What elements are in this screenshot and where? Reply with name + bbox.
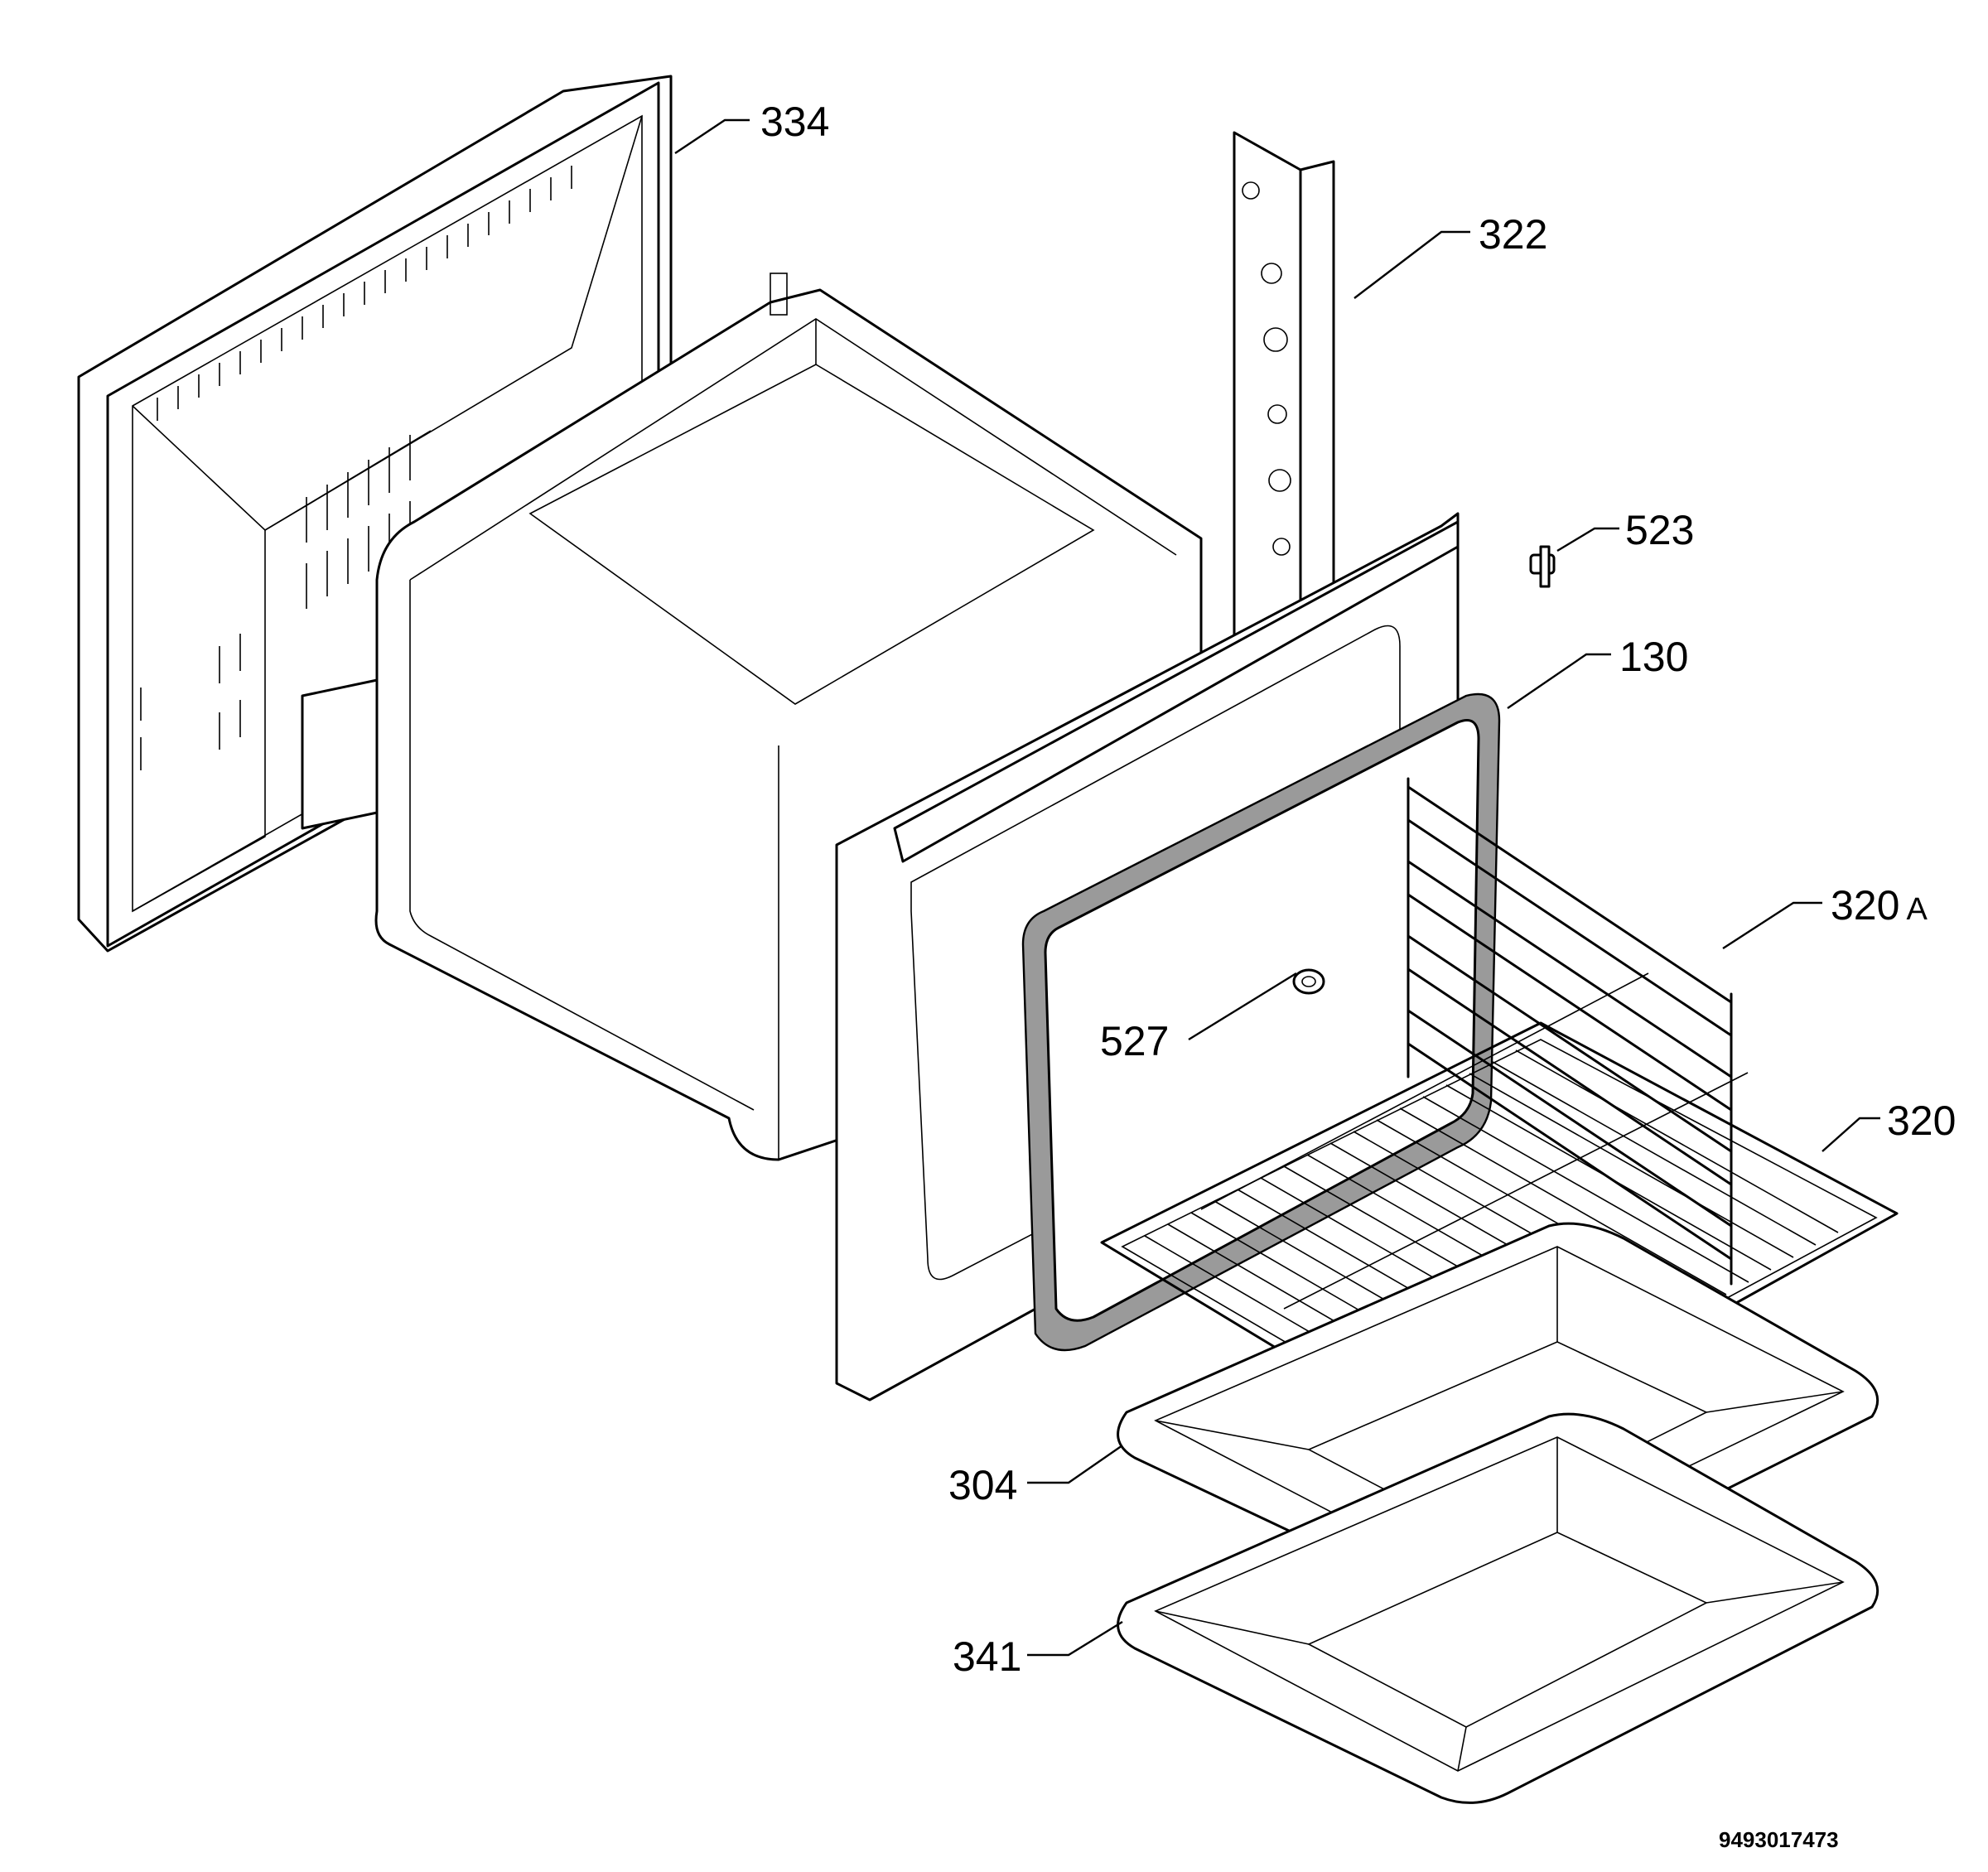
label-door-seal: 130: [1619, 634, 1689, 680]
label-wire-shelf: 320: [1887, 1098, 1957, 1144]
back-panel-vents: [140, 166, 572, 770]
drawing-code: 9493017473: [1719, 1827, 1839, 1852]
leader-lines: [674, 118, 1880, 1657]
drip-pan-part: [1117, 1412, 1879, 1804]
door-seal-part: [1021, 692, 1501, 1352]
back-panel-part: [77, 75, 673, 953]
shelf-support-part: [1407, 777, 1733, 1286]
label-back-panel: 334: [760, 99, 830, 145]
label-shelf-support-number: 320: [1831, 882, 1900, 929]
label-baking-tray: 304: [948, 1462, 1018, 1508]
label-drip-pan: 341: [953, 1633, 1022, 1680]
lamp-holder-part: [1292, 968, 1325, 995]
screw-part: [1529, 545, 1556, 588]
label-lamp-holder: 527: [1100, 1018, 1170, 1064]
label-side-rail: 322: [1479, 211, 1548, 258]
label-shelf-support-suffix: A: [1906, 892, 1928, 927]
label-screw: 523: [1625, 507, 1695, 553]
